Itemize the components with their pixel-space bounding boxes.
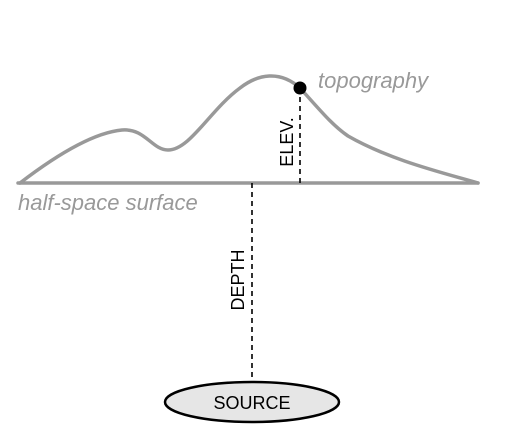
depth-label: DEPTH [228, 249, 248, 310]
elevation-label: ELEV. [277, 117, 297, 166]
topography-point [293, 81, 307, 95]
topography-curve [18, 74, 480, 185]
topography-label: topography [318, 68, 430, 93]
source-label: SOURCE [213, 393, 290, 413]
source-ellipse [163, 380, 341, 424]
half-space-surface-label: half-space surface [18, 190, 198, 215]
